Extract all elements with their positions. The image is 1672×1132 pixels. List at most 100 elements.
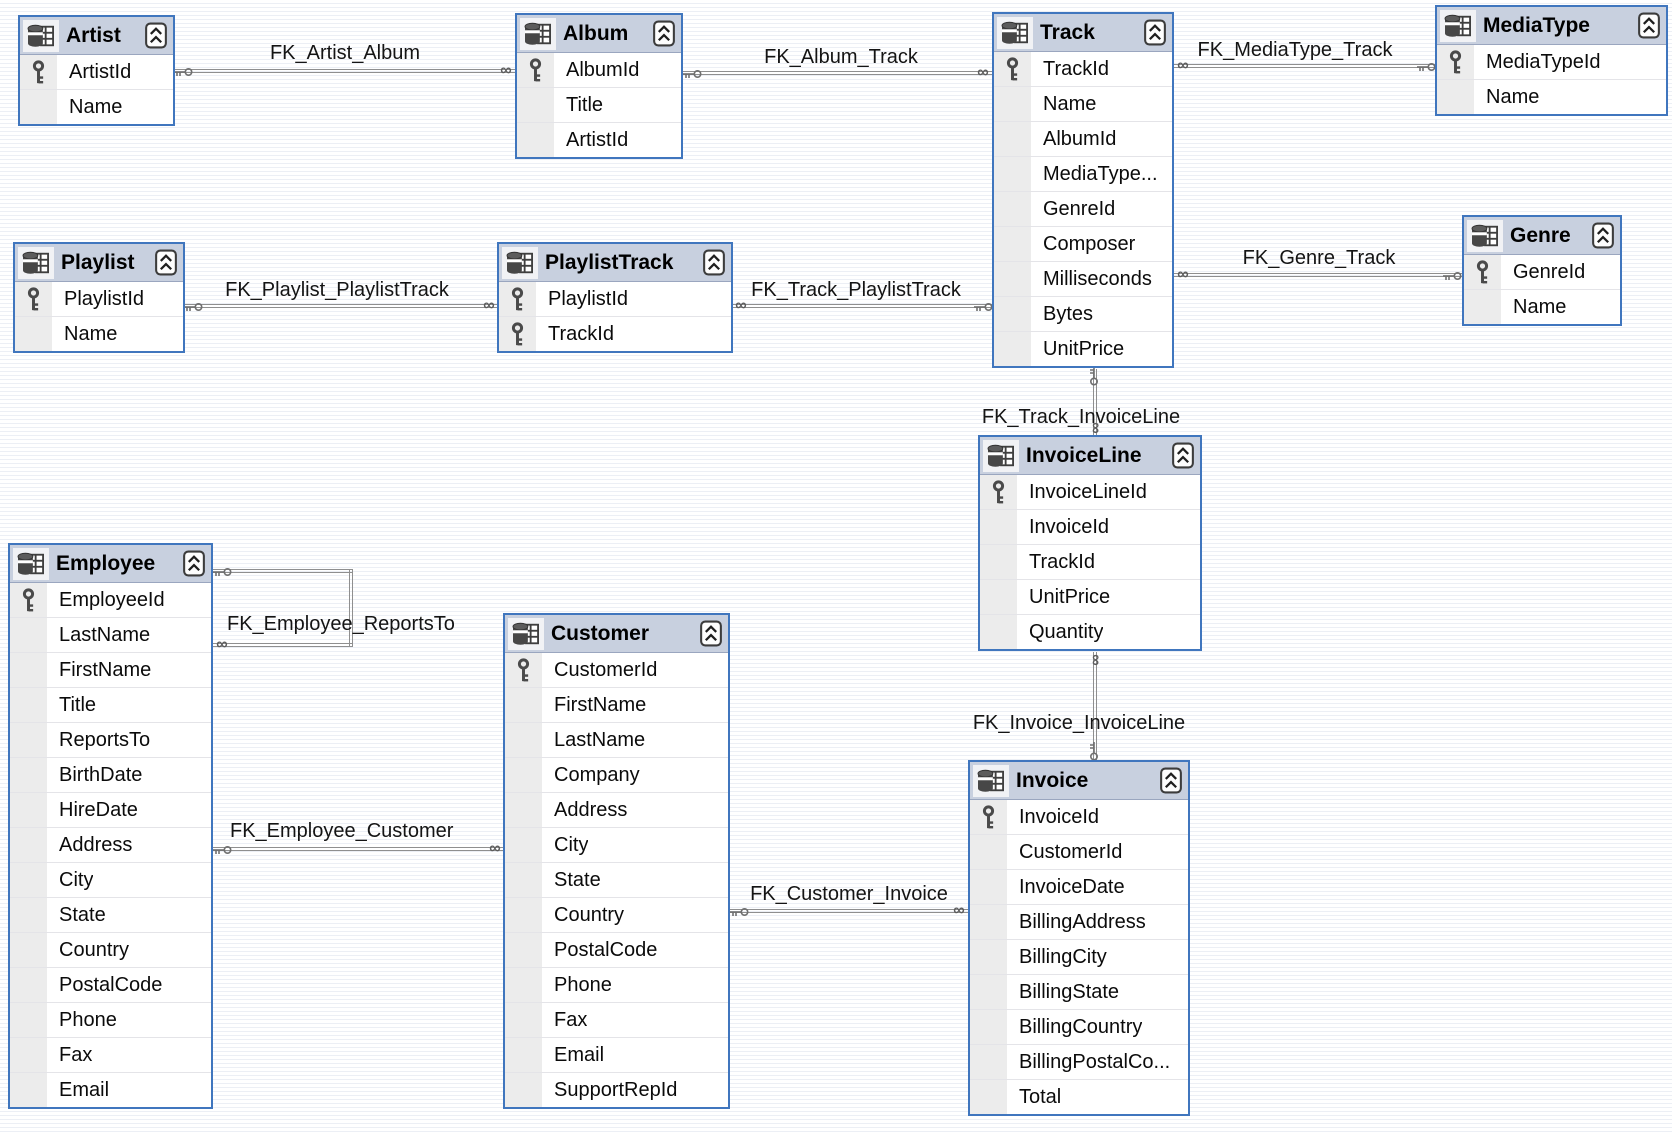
- field-row[interactable]: BillingCity: [970, 939, 1188, 974]
- relationship-label[interactable]: FK_Track_PlaylistTrack: [751, 279, 961, 301]
- field-row[interactable]: PlaylistId: [499, 282, 731, 316]
- field-row[interactable]: InvoiceId: [980, 509, 1200, 544]
- relationship-line[interactable]: [185, 304, 497, 308]
- relationship-label[interactable]: FK_Album_Track: [764, 46, 918, 68]
- field-row[interactable]: LastName: [505, 722, 728, 757]
- field-row[interactable]: CustomerId: [505, 653, 728, 687]
- field-row[interactable]: AlbumId: [994, 121, 1172, 156]
- relationship-label[interactable]: FK_Genre_Track: [1242, 247, 1396, 269]
- relationship-label[interactable]: FK_Customer_Invoice: [750, 883, 948, 905]
- field-row[interactable]: AlbumId: [517, 53, 681, 87]
- field-row[interactable]: Bytes: [994, 296, 1172, 331]
- field-row[interactable]: State: [505, 862, 728, 897]
- field-row[interactable]: Name: [20, 89, 173, 124]
- field-row[interactable]: ArtistId: [517, 122, 681, 157]
- field-row[interactable]: City: [10, 862, 211, 897]
- field-row[interactable]: BillingAddress: [970, 904, 1188, 939]
- relationship-label[interactable]: FK_Artist_Album: [269, 42, 421, 64]
- relationship-line[interactable]: [1093, 652, 1097, 760]
- table-header[interactable]: Artist: [20, 17, 173, 55]
- relationship-line[interactable]: [349, 569, 353, 647]
- field-row[interactable]: MediaType...: [994, 156, 1172, 191]
- relationship-line[interactable]: [683, 71, 992, 75]
- collapse-button[interactable]: [154, 249, 178, 276]
- field-row[interactable]: BillingPostalCo...: [970, 1044, 1188, 1079]
- field-row[interactable]: Phone: [10, 1002, 211, 1037]
- table-header[interactable]: Customer: [505, 615, 728, 653]
- relationship-label[interactable]: FK_MediaType_Track: [1197, 39, 1393, 61]
- collapse-button[interactable]: [182, 550, 206, 577]
- field-row[interactable]: LastName: [10, 617, 211, 652]
- field-row[interactable]: CustomerId: [970, 834, 1188, 869]
- table-header[interactable]: Album: [517, 15, 681, 53]
- relationship-line[interactable]: [1174, 64, 1435, 68]
- field-row[interactable]: EmployeeId: [10, 583, 211, 617]
- relationship-label[interactable]: FK_Employee_Customer: [230, 820, 454, 842]
- relationship-line[interactable]: [213, 847, 503, 851]
- collapse-button[interactable]: [1171, 442, 1195, 469]
- field-row[interactable]: GenreId: [1464, 255, 1620, 289]
- field-row[interactable]: InvoiceId: [970, 800, 1188, 834]
- field-row[interactable]: Address: [505, 792, 728, 827]
- field-row[interactable]: Name: [994, 86, 1172, 121]
- field-row[interactable]: Email: [505, 1037, 728, 1072]
- field-row[interactable]: Country: [10, 932, 211, 967]
- field-row[interactable]: PlaylistId: [15, 282, 183, 316]
- field-row[interactable]: Name: [1464, 289, 1620, 324]
- field-row[interactable]: Quantity: [980, 614, 1200, 649]
- field-row[interactable]: GenreId: [994, 191, 1172, 226]
- field-row[interactable]: ArtistId: [20, 55, 173, 89]
- field-row[interactable]: SupportRepId: [505, 1072, 728, 1107]
- field-row[interactable]: Name: [15, 316, 183, 351]
- collapse-button[interactable]: [144, 22, 168, 49]
- field-row[interactable]: Composer: [994, 226, 1172, 261]
- field-row[interactable]: City: [505, 827, 728, 862]
- collapse-button[interactable]: [1591, 222, 1615, 249]
- field-row[interactable]: BillingCountry: [970, 1009, 1188, 1044]
- field-row[interactable]: PostalCode: [505, 932, 728, 967]
- field-row[interactable]: Fax: [10, 1037, 211, 1072]
- collapse-button[interactable]: [1143, 19, 1167, 46]
- field-row[interactable]: Name: [1437, 79, 1666, 114]
- relationship-line[interactable]: [213, 569, 353, 573]
- field-row[interactable]: State: [10, 897, 211, 932]
- field-row[interactable]: UnitPrice: [994, 331, 1172, 366]
- field-row[interactable]: Address: [10, 827, 211, 862]
- field-row[interactable]: PostalCode: [10, 967, 211, 1002]
- collapse-button[interactable]: [1159, 767, 1183, 794]
- field-row[interactable]: UnitPrice: [980, 579, 1200, 614]
- field-row[interactable]: Phone: [505, 967, 728, 1002]
- field-row[interactable]: BirthDate: [10, 757, 211, 792]
- collapse-button[interactable]: [702, 249, 726, 276]
- field-row[interactable]: ReportsTo: [10, 722, 211, 757]
- field-row[interactable]: TrackId: [994, 52, 1172, 86]
- relationship-label[interactable]: FK_Employee_ReportsTo: [227, 613, 455, 635]
- field-row[interactable]: HireDate: [10, 792, 211, 827]
- collapse-button[interactable]: [1637, 12, 1661, 39]
- field-row[interactable]: Email: [10, 1072, 211, 1107]
- relationship-line[interactable]: [175, 69, 515, 73]
- field-row[interactable]: Milliseconds: [994, 261, 1172, 296]
- field-row[interactable]: FirstName: [10, 652, 211, 687]
- table-header[interactable]: Invoice: [970, 762, 1188, 800]
- field-row[interactable]: InvoiceDate: [970, 869, 1188, 904]
- table-header[interactable]: Genre: [1464, 217, 1620, 255]
- table-header[interactable]: MediaType: [1437, 7, 1666, 45]
- relationship-line[interactable]: [1174, 273, 1462, 277]
- field-row[interactable]: Country: [505, 897, 728, 932]
- field-row[interactable]: InvoiceLineId: [980, 475, 1200, 509]
- relationship-line[interactable]: [733, 304, 992, 308]
- field-row[interactable]: Company: [505, 757, 728, 792]
